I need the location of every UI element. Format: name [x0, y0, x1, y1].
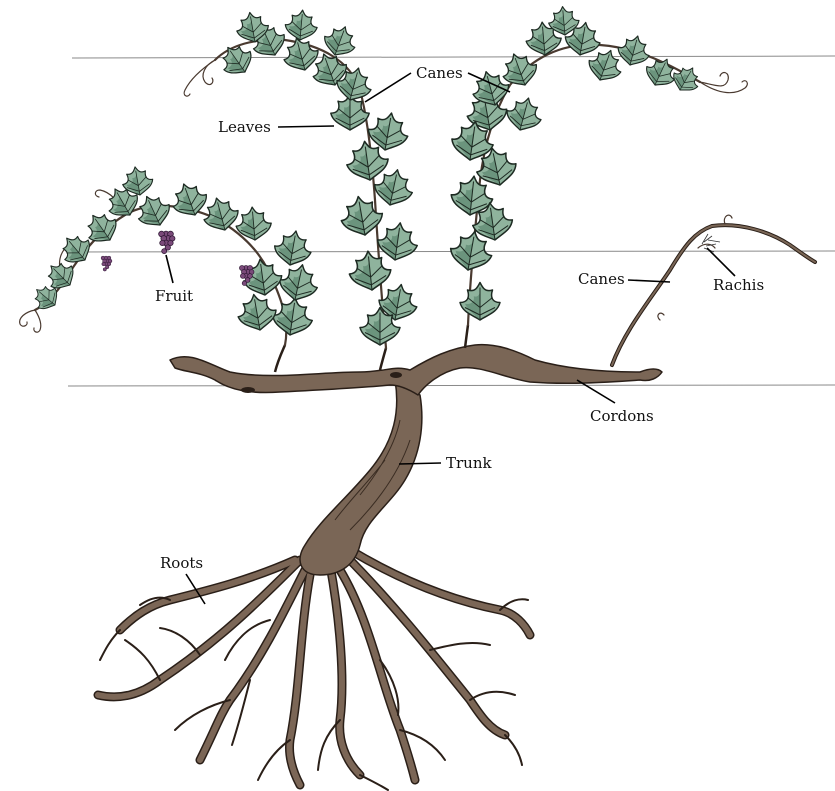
- label-cordons: Cordons: [590, 407, 654, 425]
- leader-cordons: [577, 380, 615, 403]
- label-roots: Roots: [160, 554, 203, 572]
- cordons-illustration: [170, 325, 662, 395]
- label-canes-right: Canes: [578, 270, 625, 288]
- leader-lines: [166, 73, 735, 604]
- leader-canes-top: [365, 73, 411, 102]
- leader-fruit: [166, 255, 173, 283]
- trunk-illustration: [300, 380, 422, 575]
- roots-illustration: [98, 550, 530, 790]
- leader-rachis: [707, 248, 735, 276]
- label-trunk: Trunk: [446, 454, 492, 472]
- trellis-wires: [68, 56, 835, 386]
- label-leaves: Leaves: [218, 118, 271, 136]
- leader-trunk: [399, 463, 441, 464]
- label-rachis: Rachis: [713, 276, 764, 294]
- rachis-illustration: [702, 234, 720, 252]
- label-canes-top: Canes: [416, 64, 463, 82]
- fruit-clusters: [101, 231, 254, 285]
- label-fruit: Fruit: [155, 287, 193, 305]
- leader-leaves: [278, 126, 334, 127]
